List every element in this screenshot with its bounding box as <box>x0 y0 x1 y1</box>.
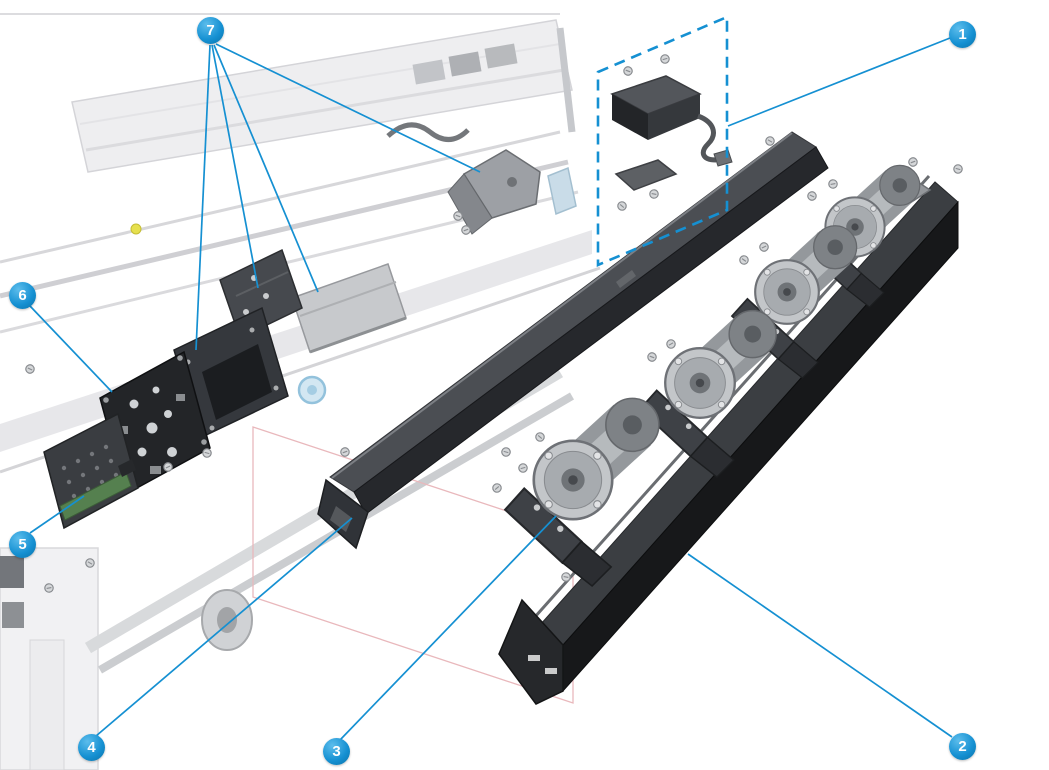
highlight-dashed-box <box>596 15 729 267</box>
callout-2: 2 <box>949 733 976 760</box>
callout-7: 7 <box>197 17 224 44</box>
leader-line <box>687 553 953 738</box>
leader-line <box>29 495 85 534</box>
leader-line <box>339 515 557 741</box>
leader-line <box>29 305 113 393</box>
perforated-board <box>43 412 139 530</box>
sensor-assembly <box>610 75 733 191</box>
leader-line <box>727 37 951 127</box>
leader-line <box>211 44 259 289</box>
main-beam <box>498 173 959 705</box>
leader-line <box>95 517 353 737</box>
callout-3: 3 <box>323 738 350 765</box>
mount-bracket-assembly <box>173 149 541 440</box>
callout-6: 6 <box>9 282 36 309</box>
mount-bracket-mid <box>219 248 303 340</box>
leader-line <box>213 44 319 293</box>
beam-end-plate <box>498 598 564 705</box>
front-cover-beam <box>317 131 829 550</box>
sensor-bracket <box>447 149 541 235</box>
callout-1: 1 <box>949 21 976 48</box>
region-outline <box>252 426 574 704</box>
callout-4: 4 <box>78 734 105 761</box>
leader-lines <box>29 37 953 741</box>
sensor-cable <box>696 113 717 163</box>
leader-line <box>215 43 481 173</box>
leader-line <box>195 44 211 351</box>
sensor-plate <box>614 159 678 191</box>
callout-5: 5 <box>9 531 36 558</box>
